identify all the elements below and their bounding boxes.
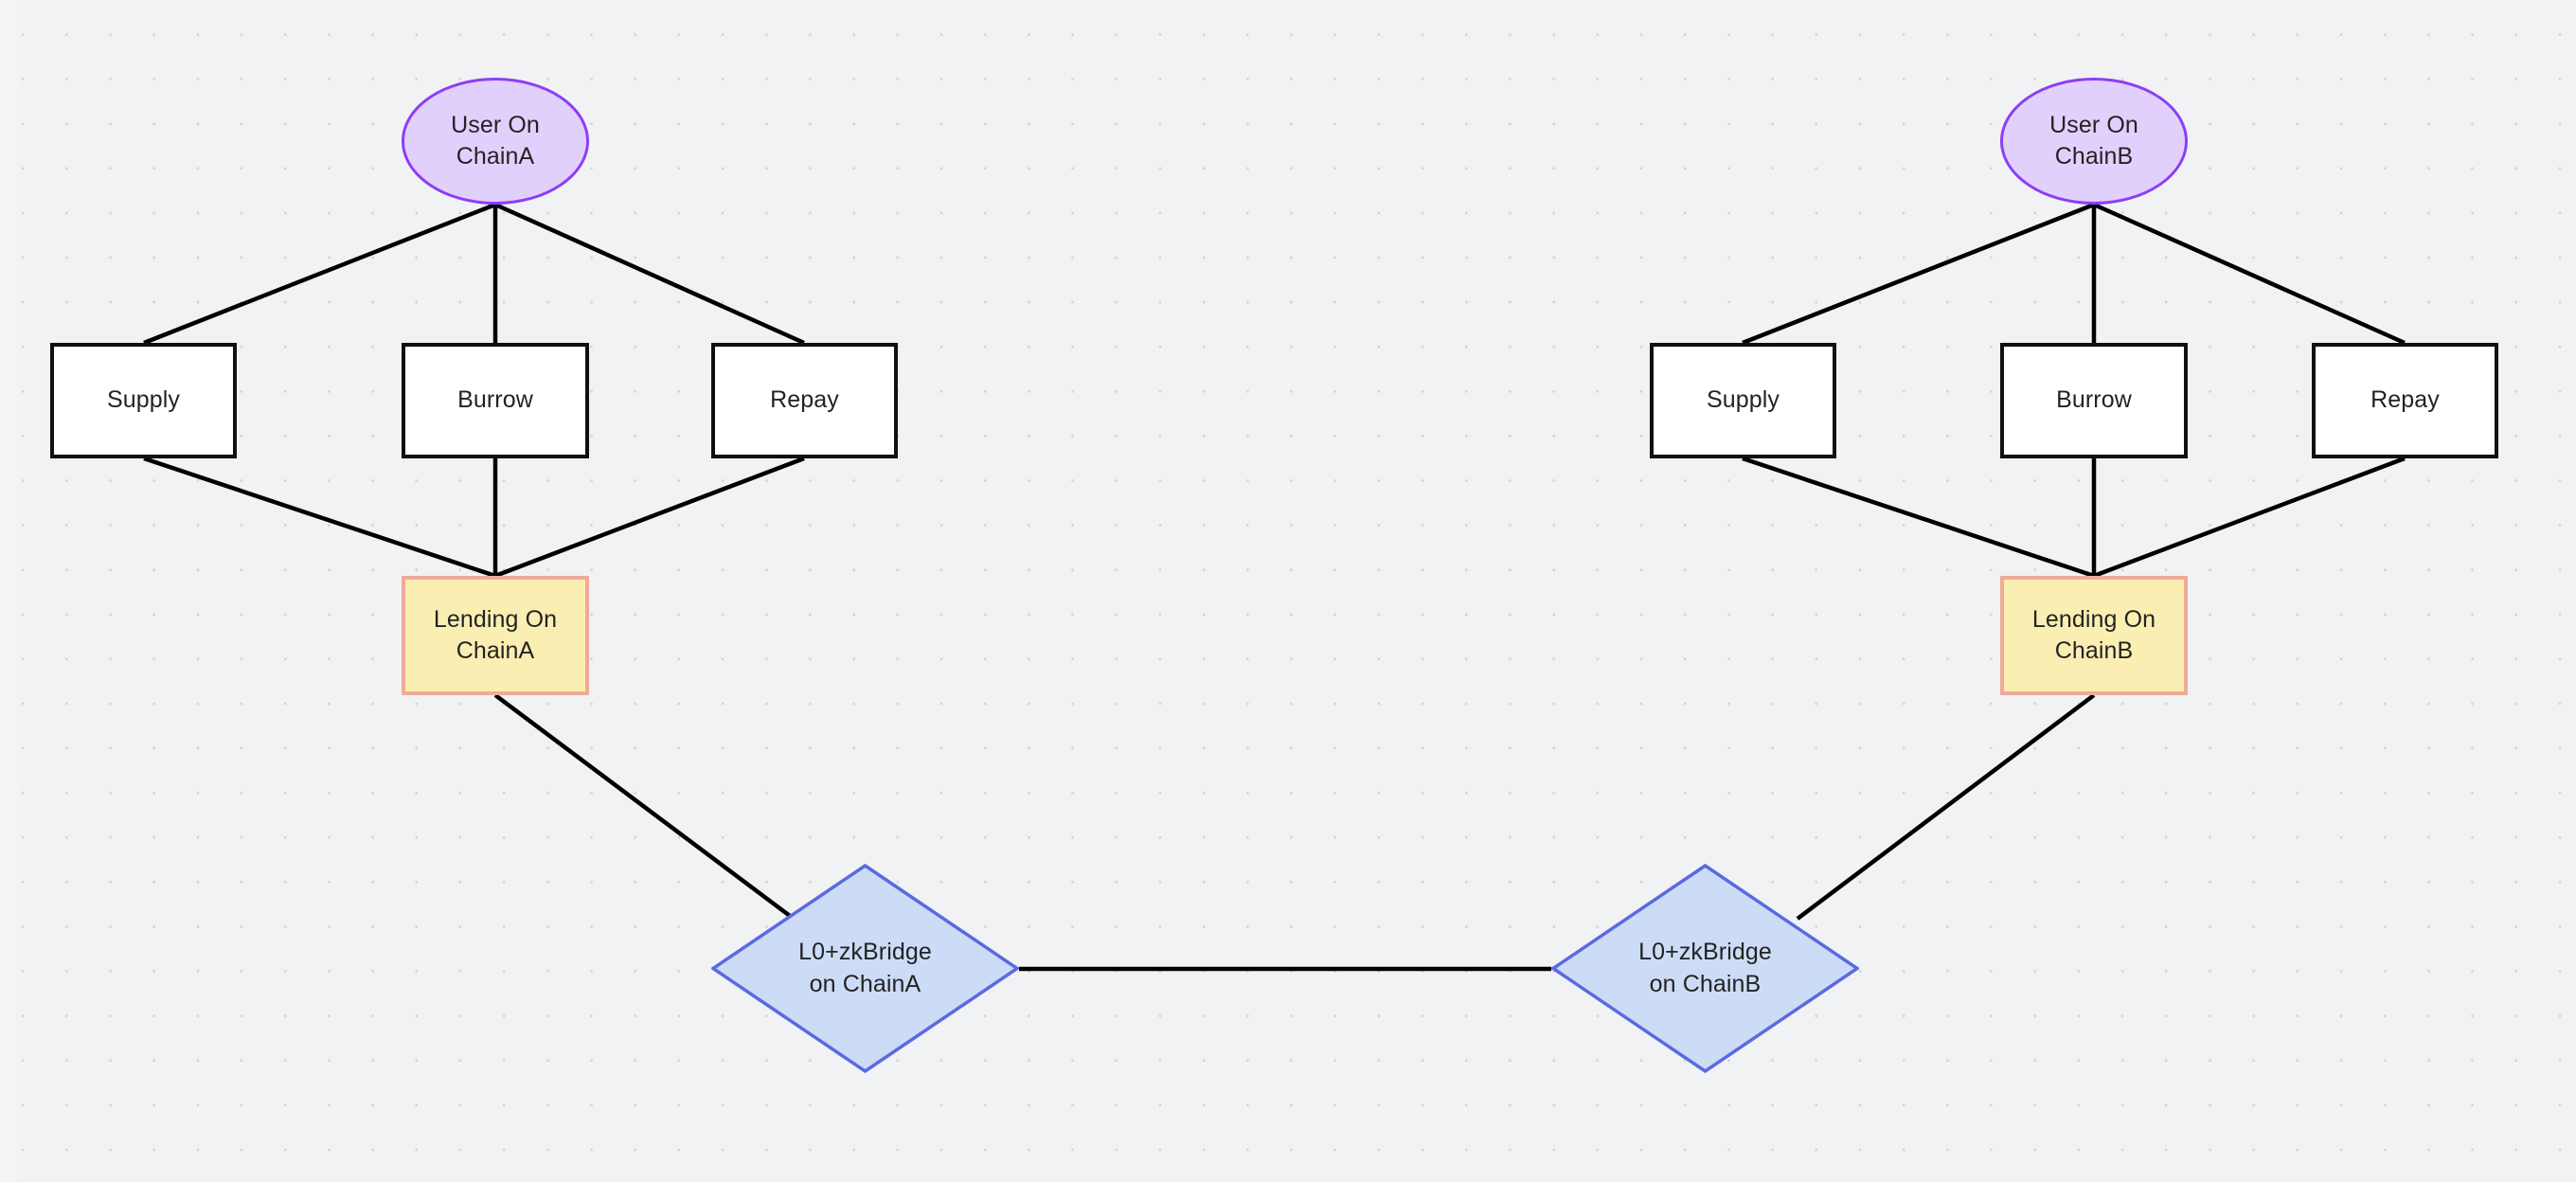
edge-userA-to-repayA — [494, 202, 805, 346]
node-userA[interactable]: User On ChainA — [402, 78, 589, 205]
diamond-shape-bridgeA — [711, 864, 1019, 1073]
canvas-left-gutter — [0, 0, 22, 1182]
node-label-supplyB: Supply — [1706, 386, 1780, 414]
node-label-burrowB: Burrow — [2056, 386, 2132, 414]
node-repayB[interactable]: Repay — [2312, 343, 2498, 458]
node-label-lendingB: Lending On ChainB — [2031, 605, 2156, 665]
node-label-supplyA: Supply — [106, 386, 181, 414]
node-label-bridgeB: L0+zkBridge on ChainB — [1638, 939, 1772, 997]
node-userB[interactable]: User On ChainB — [2000, 78, 2188, 205]
node-label-userB: User On ChainB — [2049, 111, 2138, 170]
edge-userB-to-repayB — [2093, 202, 2406, 346]
node-label-userA: User On ChainA — [451, 111, 540, 170]
edge-repayA-to-lendingA — [494, 456, 805, 579]
node-supplyA[interactable]: Supply — [50, 343, 237, 458]
node-bridgeA[interactable]: L0+zkBridge on ChainA — [711, 864, 1019, 1073]
node-label-burrowA: Burrow — [457, 386, 533, 414]
node-bridgeB[interactable]: L0+zkBridge on ChainB — [1551, 864, 1859, 1073]
node-burrowB[interactable]: Burrow — [2000, 343, 2188, 458]
node-lendingB[interactable]: Lending On ChainB — [2000, 576, 2188, 695]
node-label-bridgeA: L0+zkBridge on ChainA — [798, 939, 932, 997]
node-label-lendingA: Lending On ChainA — [433, 605, 558, 665]
edge-userB-to-supplyB — [1742, 202, 2095, 346]
node-label-repayB: Repay — [2370, 386, 2440, 414]
edge-userA-to-supplyA — [143, 202, 496, 346]
node-supplyB[interactable]: Supply — [1650, 343, 1836, 458]
edge-repayB-to-lendingB — [2093, 456, 2406, 579]
node-label-repayA: Repay — [770, 386, 839, 414]
edge-supplyB-to-lendingB — [1742, 456, 2095, 579]
node-burrowA[interactable]: Burrow — [402, 343, 589, 458]
node-lendingA[interactable]: Lending On ChainA — [402, 576, 589, 695]
node-repayA[interactable]: Repay — [711, 343, 898, 458]
diamond-shape-bridgeB — [1551, 864, 1859, 1073]
edge-supplyA-to-lendingA — [143, 456, 496, 579]
